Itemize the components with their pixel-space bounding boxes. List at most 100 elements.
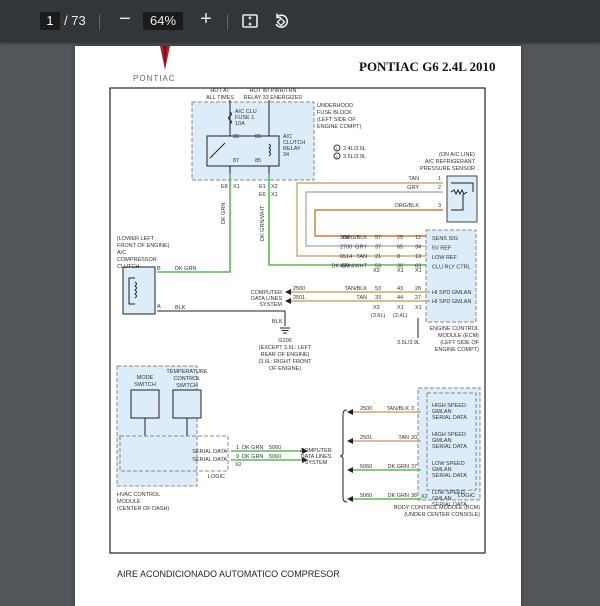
ecm-module: [425, 229, 477, 323]
svg-text:X2: X2: [235, 462, 242, 468]
svg-text:(ON A/C LINE): (ON A/C LINE): [439, 152, 475, 158]
svg-text:85: 85: [255, 158, 261, 164]
bcm-connector: X2: [421, 494, 428, 500]
svg-text:2: 2: [438, 185, 441, 191]
hvac-logic-label: LOGIC: [208, 474, 225, 480]
brand-logo-text: PONTIAC: [133, 74, 176, 83]
ecm-data-circuit: 2501: [293, 295, 305, 301]
svg-text:(3.6L: RIGHT FRONT: (3.6L: RIGHT FRONT: [258, 359, 312, 365]
sensor-label: (ON A/C LINE) A/C REFRIGERANT PRESSURE S…: [420, 152, 476, 172]
mode-switch-label: MODE SWITCH: [134, 375, 156, 388]
bcm-circuit: 2501: [360, 435, 372, 441]
compressor-label: (LOWER LEFT FRONT OF ENGINE) A/C COMPRES…: [117, 236, 170, 270]
svg-text:(2.4L): (2.4L): [393, 313, 408, 319]
svg-text:A: A: [157, 304, 161, 310]
svg-text:HOT AT: HOT AT: [210, 88, 230, 94]
svg-text:SWITCH: SWITCH: [176, 383, 198, 389]
svg-text:B: B: [157, 266, 161, 272]
fit-page-button[interactable]: [240, 11, 260, 31]
bcm-pin-label: LOW SPEED: [432, 461, 465, 467]
bcm-color: TAN: [398, 435, 409, 441]
zoom-in-button[interactable]: +: [200, 8, 212, 30]
svg-text:A/C CLU: A/C CLU: [235, 109, 257, 115]
pressure-sensor: [446, 175, 478, 223]
hvac-control-module: [116, 365, 198, 487]
svg-text:5060: 5060: [269, 454, 281, 460]
pdf-page: PONTIAC PONTIAC G6 2.4L 2010 HOT AT ALL …: [75, 46, 521, 606]
ecm-pin-p3: 34: [415, 245, 421, 251]
document-title: PONTIAC G6 2.4L 2010: [359, 59, 496, 74]
svg-text:MODE: MODE: [137, 375, 154, 381]
zoom-out-button[interactable]: −: [119, 8, 131, 30]
page-number-input[interactable]: 1: [40, 12, 60, 30]
ecm-note: 3.5L/3.9L: [397, 340, 420, 346]
sensor-wire-labels: TAN 1 GRY 2 ORG/BLK 3: [395, 176, 442, 209]
fit-page-icon: [242, 14, 258, 28]
bcm-pin-label: GMLAN: [432, 496, 452, 502]
svg-text:1: 1: [438, 176, 441, 182]
svg-text:SYSTEM: SYSTEM: [259, 302, 282, 308]
bcm-pin-label: SERIAL DATA: [432, 502, 467, 508]
diagram-frame: [109, 87, 486, 554]
rotate-icon: [275, 13, 289, 28]
ecm-conn2: X3 X1 X1 (3.6L) (2.4L): [371, 305, 422, 319]
ecm-pin-p2: 8: [397, 254, 400, 260]
ecm-pin-p1: 57: [375, 235, 381, 241]
fuse-label: A/C CLU FUSE 1 10A: [235, 109, 257, 127]
ecm-data-p1: 53: [375, 286, 381, 292]
svg-text:UNDERHOOD: UNDERHOOD: [317, 103, 353, 109]
svg-text:FRONT OF ENGINE): FRONT OF ENGINE): [117, 243, 170, 249]
bcm-pin-label: GMLAN: [432, 467, 452, 473]
svg-text:X1: X1: [397, 305, 404, 311]
svg-text:SWITCH: SWITCH: [134, 382, 156, 388]
ecm-pin-circuit: 380: [340, 235, 349, 241]
ecm-pin-color: TAN: [356, 254, 367, 260]
svg-text:X1: X1: [415, 268, 422, 274]
svg-text:FUSE BLOCK: FUSE BLOCK: [317, 110, 352, 116]
svg-text:RELAY: RELAY: [283, 146, 301, 152]
svg-text:30: 30: [233, 134, 239, 140]
arrow-icon: [347, 438, 353, 444]
svg-text:(UNDER CENTER CONSOLE): (UNDER CENTER CONSOLE): [404, 512, 480, 518]
ground-icon: [280, 327, 290, 334]
mode-switch: [130, 389, 160, 419]
ecm-pin-p1: 21: [375, 254, 381, 260]
computer-data-lines-label: COMPUTER DATA LINES SYSTEM: [251, 290, 283, 308]
ecm-pin-label: 5V REF: [432, 246, 452, 252]
svg-text:3: 3: [438, 203, 441, 209]
bcm-color: DK GRN: [388, 464, 409, 470]
svg-text:MODULE (ECM): MODULE (ECM): [438, 333, 479, 339]
wire-dk-grn-wht-label: DK GRN/WHT: [260, 205, 266, 241]
svg-text:5060: 5060: [269, 445, 281, 451]
compressor-clutch: [122, 266, 156, 315]
svg-text:34: 34: [283, 152, 289, 158]
svg-text:SYSTEM: SYSTEM: [305, 460, 328, 466]
svg-text:BLK: BLK: [175, 305, 186, 311]
ecm-connectors: X3 X1 X1: [373, 268, 422, 274]
svg-text:DK GRN: DK GRN: [242, 445, 263, 451]
fuse-block-label: UNDERHOOD FUSE BLOCK (LEFT SIDE OF ENGIN…: [317, 103, 361, 130]
svg-text:2.4L/3.6L: 2.4L/3.6L: [343, 146, 366, 152]
wire-dk-grn: [157, 174, 231, 273]
ecm-pin-color: ORG/BLK: [343, 235, 368, 241]
svg-text:(CENTER OF DASH): (CENTER OF DASH): [117, 506, 169, 512]
rotate-button[interactable]: [271, 11, 291, 31]
ecm-pin-color: GRY: [355, 245, 367, 251]
ecm-data-label: HI SPD GMLAN: [432, 290, 471, 296]
sensor-resistor-icon: [450, 182, 474, 211]
ecm-label: ENGINE CONTROL MODULE (ECM) (LEFT SIDE O…: [429, 326, 479, 353]
svg-text:HVAC CONTROL: HVAC CONTROL: [117, 492, 160, 498]
zoom-level-input[interactable]: 64%: [143, 12, 183, 30]
wire-tan: [296, 182, 443, 257]
svg-text:ENGINE COMPT): ENGINE COMPT): [435, 347, 479, 353]
bcm-pin-label: GMLAN: [432, 438, 452, 444]
svg-text:A/C: A/C: [283, 134, 292, 140]
bcm-pin: 3: [411, 406, 414, 412]
svg-text:87: 87: [233, 158, 239, 164]
svg-text:(LOWER LEFT: (LOWER LEFT: [117, 236, 155, 242]
bcm-pin: 38: [411, 493, 417, 499]
ecm-pin-circuit: 459: [340, 264, 349, 270]
